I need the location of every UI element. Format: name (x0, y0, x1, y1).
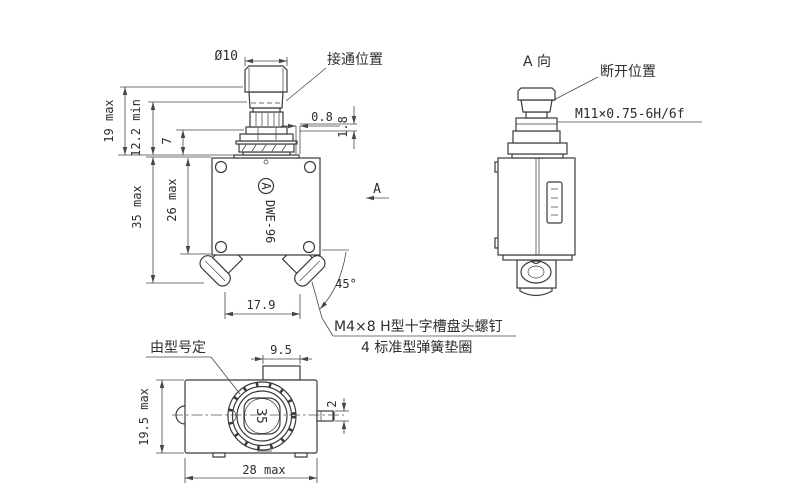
pilot-hole (263, 159, 269, 165)
dim-45-deg: 45° (335, 277, 357, 291)
side-view: A 向 断开位置 M11×0.75-6H/6f (494, 54, 702, 297)
breaker-body (211, 157, 321, 256)
bottom-boss (262, 365, 301, 381)
model-label: DWE-96 (263, 200, 277, 243)
bottom-body (184, 379, 318, 454)
side-body (497, 157, 576, 256)
brand-logo-icon (257, 177, 275, 195)
dim-2: 2 (325, 400, 339, 407)
dim-19-max: 19 max (102, 99, 116, 142)
side-terminal-block (516, 259, 557, 289)
label-model-note: 由型号定 (150, 340, 206, 356)
label-off-position: 断开位置 (600, 64, 656, 80)
dim-12-2-min: 12.2 min (129, 99, 143, 157)
mount-hole (303, 160, 317, 174)
knurl-ring (228, 382, 296, 450)
terminal-screw-head (520, 260, 552, 284)
section-arrow-label: A (373, 182, 381, 197)
side-view-title: A 向 (523, 54, 551, 70)
dim-28-max: 28 max (242, 463, 285, 477)
mount-hole (302, 240, 316, 254)
side-bushing (515, 117, 558, 132)
brand-logo-letter: A (259, 182, 273, 190)
note-screw: M4×8 H型十字槽盘头螺钉 (334, 318, 503, 335)
bottom-view: 35 (172, 365, 344, 458)
mount-hole (214, 240, 228, 254)
dim-7: 7 (160, 137, 174, 144)
bottom-view-dimensions: 由型号定 9.5 2 19.5 max 28 max (137, 340, 349, 483)
side-label (546, 181, 563, 224)
dim-9-5: 9.5 (270, 343, 292, 357)
front-view-dimensions: Ø10 接通位置 0.8 1.8 A 19 max 12.2 min 7 35 … (102, 49, 516, 356)
label-on-position: 接通位置 (327, 51, 383, 68)
thread-spec: M11×0.75-6H/6f (575, 107, 685, 122)
front-view: A DWE-96 (199, 65, 357, 287)
bottom-right-tab (316, 410, 335, 422)
dim-1-8: 1.8 (336, 116, 350, 138)
note-washer: 4 标准型弹簧垫圈 (361, 340, 472, 356)
dim-0-8: 0.8 (311, 110, 333, 124)
dim-19-5-max: 19.5 max (137, 388, 151, 446)
dim-diameter-10: Ø10 (215, 49, 238, 64)
threaded-bushing (249, 111, 284, 128)
serrated-washer (238, 143, 295, 153)
push-button (244, 65, 288, 109)
dim-17-9: 17.9 (247, 298, 276, 312)
side-bottom-plate (502, 254, 573, 261)
side-flange (507, 142, 568, 155)
rating-label: 35 (253, 408, 268, 424)
side-terminal-cap (519, 287, 553, 297)
dim-26-max: 26 max (165, 178, 179, 221)
dim-35-max: 35 max (130, 185, 144, 228)
hex-nut (239, 126, 294, 142)
side-button-cap (517, 87, 556, 101)
mount-hole (214, 160, 228, 174)
adjustment-knob: 35 (227, 381, 297, 451)
